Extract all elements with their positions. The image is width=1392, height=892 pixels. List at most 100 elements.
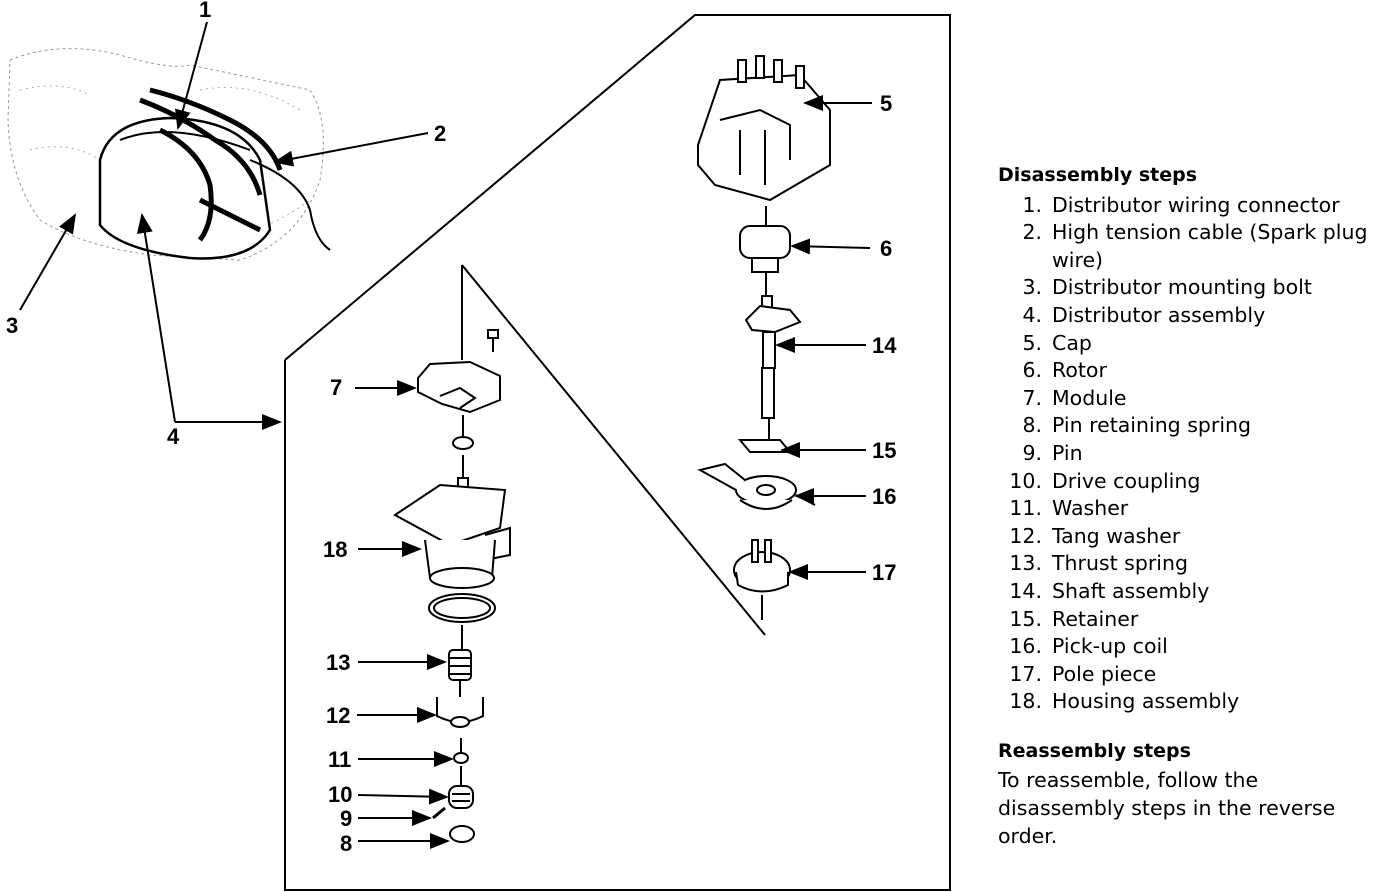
callout-leaders-parts <box>355 95 872 849</box>
callout-6: 6 <box>880 236 892 261</box>
thrust-spring-part <box>448 649 472 681</box>
step-number: 17. <box>1009 661 1042 686</box>
callout-1: 1 <box>199 0 211 22</box>
step-number: 2. <box>1022 220 1042 245</box>
step-number: 15. <box>1009 606 1042 631</box>
callout-8: 8 <box>340 831 352 856</box>
step-number: 3. <box>1022 275 1042 300</box>
cap-part <box>697 55 831 202</box>
ring-washer-part <box>452 436 474 450</box>
reassembly-heading: Reassembly steps <box>998 739 1191 762</box>
step-number: 12. <box>1009 523 1042 548</box>
callout-11: 11 <box>328 747 351 772</box>
callout-4: 4 <box>167 424 180 449</box>
disassembly-step: 18. Housing assembly <box>998 688 1388 716</box>
module-bolt <box>487 329 499 352</box>
parts-left-column <box>393 329 511 843</box>
step-label: Thrust spring <box>1052 551 1188 576</box>
distributor-body <box>98 116 272 260</box>
disassembly-step: 9.Pin <box>998 440 1388 468</box>
step-number: 4. <box>1022 302 1042 327</box>
disassembly-step: 10. Drive coupling <box>998 468 1388 496</box>
callout-17: 17 <box>872 560 896 585</box>
pin-part <box>432 806 446 820</box>
callout-3: 3 <box>6 313 18 338</box>
step-label: Pick-up coil <box>1052 634 1168 659</box>
callout-12: 12 <box>326 703 350 728</box>
disassembly-step: 11. Washer <box>998 495 1388 523</box>
disassembly-step: 5. Cap <box>998 330 1388 358</box>
step-label: Drive coupling <box>1052 468 1201 493</box>
disassembly-step: 15. Retainer <box>998 606 1388 634</box>
disassembly-steps-list: 1. Distributor wiring connector 2. High te… <box>998 192 1388 716</box>
callout-13: 13 <box>326 650 350 675</box>
disassembly-step: 6. Rotor <box>998 357 1388 385</box>
callout-10: 10 <box>328 782 352 807</box>
disassembly-step: 12. Tang washer <box>998 523 1388 551</box>
disassembly-step: 2. High tension cable (Spark plug wire) <box>998 219 1388 274</box>
shaft-assembly-part <box>744 295 802 419</box>
step-label: Housing assembly <box>1052 689 1240 714</box>
step-number: 18. <box>1009 689 1042 714</box>
callout-16: 16 <box>872 484 896 509</box>
steps-panel: Disassembly steps 1. Distributor wiring c… <box>998 162 1388 850</box>
step-label: Washer <box>1052 496 1129 521</box>
housing-assembly-part <box>393 477 511 623</box>
engine-sketch <box>7 48 331 261</box>
pick-up-coil-part <box>697 462 816 510</box>
disassembly-step: 8. Pin retaining spring <box>998 412 1388 440</box>
pin-retaining-spring-part <box>449 825 475 843</box>
disassembly-step: 16. Pick-up coil <box>998 633 1388 661</box>
step-label: Tang washer <box>1052 523 1181 548</box>
step-number: 8. <box>1022 413 1042 438</box>
step-label: Pin <box>1052 440 1083 465</box>
step-number: 11. <box>1009 496 1042 521</box>
step-label: Retainer <box>1052 606 1139 631</box>
tang-washer-part <box>436 697 484 728</box>
step-number: 6. <box>1022 358 1042 383</box>
callout-18: 18 <box>323 537 347 562</box>
callout-9: 9 <box>340 806 352 831</box>
step-number: 5. <box>1022 330 1042 355</box>
exploded-view-outline <box>284 14 951 891</box>
step-label: Pin retaining spring <box>1052 413 1252 438</box>
disassembly-step: 14. Shaft assembly <box>998 578 1388 606</box>
step-number: 10. <box>1009 468 1042 493</box>
step-label: Distributor wiring connector <box>1052 192 1340 217</box>
parts-right-column <box>697 55 831 620</box>
callout-2: 2 <box>434 121 446 146</box>
step-number: 14. <box>1009 578 1042 603</box>
module-part <box>417 360 501 414</box>
disassembly-step: 3. Distributor mounting bolt <box>998 274 1388 302</box>
callout-14: 14 <box>872 333 897 358</box>
step-label: Rotor <box>1052 358 1107 383</box>
disassembly-step: 4. Distributor assembly <box>998 302 1388 330</box>
step-label: Cap <box>1052 330 1092 355</box>
callout-numbers: 1 2 3 4 5 6 7 8 9 10 11 12 13 14 15 16 1… <box>6 0 897 856</box>
step-label: Distributor assembly <box>1052 302 1266 327</box>
callout-leaders-top <box>19 21 429 430</box>
step-number: 13. <box>1009 551 1042 576</box>
step-number: 16. <box>1009 634 1042 659</box>
step-label: Module <box>1052 385 1127 410</box>
drive-coupling-part <box>448 785 474 809</box>
disassembly-step: 7. Module <box>998 385 1388 413</box>
callout-7: 7 <box>330 375 342 400</box>
rotor-part <box>739 206 791 273</box>
washer-part <box>453 752 469 764</box>
reassembly-text: To reassemble, follow the disassembly st… <box>998 768 1336 848</box>
callout-15: 15 <box>872 438 896 463</box>
step-label: Shaft assembly <box>1052 578 1210 603</box>
step-number: 1. <box>1022 192 1042 217</box>
disassembly-step: 1. Distributor wiring connector <box>998 192 1388 220</box>
step-label: Distributor mounting bolt <box>1052 275 1312 300</box>
pole-piece-part <box>733 539 791 593</box>
step-number: 7. <box>1022 385 1042 410</box>
step-label: Pole piece <box>1052 661 1157 686</box>
step-label: High tension cable (Spark plug wire) <box>1052 220 1368 272</box>
spark-plug-wires <box>139 87 331 251</box>
disassembly-step: 17. Pole piece <box>998 661 1388 689</box>
disassembly-heading: Disassembly steps <box>998 164 1198 186</box>
disassembly-step: 13. Thrust spring <box>998 550 1388 578</box>
